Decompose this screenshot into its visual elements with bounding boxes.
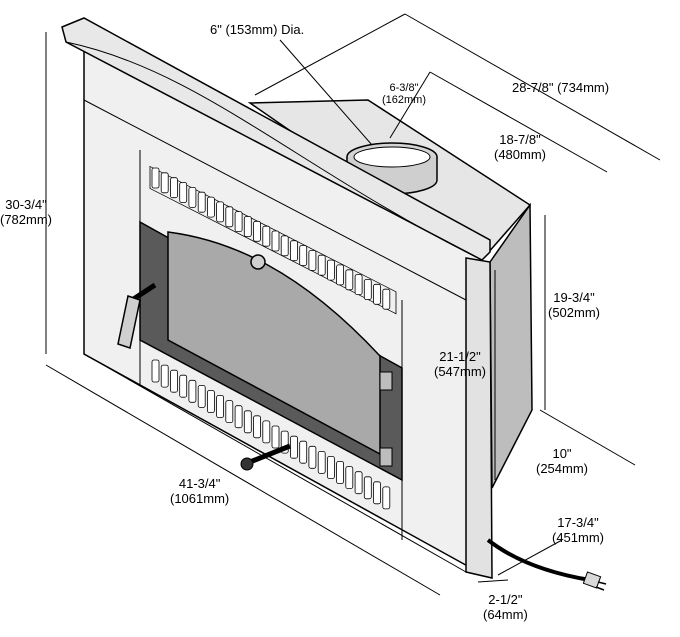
louver-slat [206,196,215,218]
louver-slat [179,374,188,398]
surround-height-metric: (782mm) [0,212,53,227]
louver-slat [308,249,317,271]
louver-slat [345,269,354,291]
louver-slat [160,172,169,194]
door [139,220,403,482]
louver-slat [326,259,335,281]
body-front-height-imperial: 21-1/2" [439,349,481,364]
flue-offset-imperial: 6-3/8" [389,82,419,94]
louver-slat [299,245,308,266]
body-side [489,202,533,489]
power-cord [486,538,607,591]
surround-thickness-label: 2-1/2" (64mm) [483,592,528,622]
louver-slat [234,211,243,233]
surround-height-imperial: 30-3/4" [5,197,47,212]
louver-slat [262,225,271,247]
louver-slat [290,435,298,459]
louver-slat [253,415,261,439]
louver-slat [225,400,234,424]
louver-slat [234,405,243,429]
louver-slat [354,274,363,296]
louver-slat [382,486,391,510]
louver-slat [299,440,308,464]
rear-depth-metric: (254mm) [536,461,589,476]
louver-slat [197,384,206,408]
door-latch [250,254,266,270]
louver-slat [206,390,215,413]
dimension-lines [45,13,661,596]
louver-slats [151,167,391,510]
flue-offset-metric: (162mm) [382,94,427,106]
louver-slat [336,461,345,484]
louver-slat [262,420,271,444]
louver-slat [197,191,206,213]
body-depth-label: 18-7/8" (480mm) [494,132,546,162]
rear-depth-imperial: 10" [552,446,572,461]
body-rear-height-label: 19-3/4" (502mm) [548,290,600,320]
surround-width-label: 41-3/4" (1061mm) [170,476,229,506]
louver-slat [280,235,289,257]
louver-slat [170,177,178,199]
body-depth-metric: (480mm) [494,147,547,162]
hinge-upper [379,371,393,391]
louver-slat [373,283,381,305]
louver-slat [225,206,234,228]
louver-slat [188,186,197,208]
body-front-height-metric: (547mm) [434,364,487,379]
louver-slat [373,481,381,505]
surround-thickness-imperial: 2-1/2" [488,592,523,607]
door-handle [117,282,157,349]
body-rear-height-imperial: 19-3/4" [553,290,595,305]
louver-slat [151,167,160,189]
mantel-top [61,17,491,261]
louver-slat [308,445,317,469]
louver-slat [151,359,160,383]
door-glass [167,231,381,456]
rear-depth-label: 10" (254mm) [536,446,588,476]
louver-slat [160,364,169,388]
overall-depth-label: 28-7/8" (734mm) [512,80,610,95]
surround-thickness-metric: (64mm) [483,607,528,622]
louver-slat [317,254,326,276]
louver-slat [354,471,363,495]
damper-rod [240,443,291,471]
louver-slat [170,369,178,393]
louver-slat [253,220,261,242]
side-depth-metric: (451mm) [552,530,605,545]
louver-slat [290,240,298,262]
louver-slat [216,395,225,418]
louver-slat [363,476,372,500]
body-depth-imperial: 18-7/8" [499,132,541,147]
louver-slat [243,216,252,237]
louver-slat [243,410,252,434]
louver-slat [326,456,335,479]
flue-diameter-label: 6" (153mm) Dia. [210,22,305,37]
louver-slat [345,466,354,490]
louver-slat [317,450,326,474]
hinge-lower [379,447,393,467]
side-depth-label: 17-3/4" (451mm) [552,515,604,545]
louver-slat [271,230,280,252]
louver-slat [382,288,391,310]
louver-slat [188,379,197,403]
surround-width-imperial: 41-3/4" [178,476,221,491]
louver-slat [216,201,225,223]
body-rear-height-metric: (502mm) [548,305,601,320]
body-front-height-label: 21-1/2" (547mm) [434,349,486,379]
louver-slat [271,425,280,449]
surround-edge [465,257,493,579]
louver-slat [363,279,372,300]
flue-offset-label: 6-3/8" (162mm) [382,82,426,106]
surround-height-label: 30-3/4" (782mm) [0,197,52,227]
surround-width-metric: (1061mm) [170,491,230,506]
louver-slat [179,182,188,203]
louver-slat [336,264,345,286]
side-depth-imperial: 17-3/4" [557,515,599,530]
